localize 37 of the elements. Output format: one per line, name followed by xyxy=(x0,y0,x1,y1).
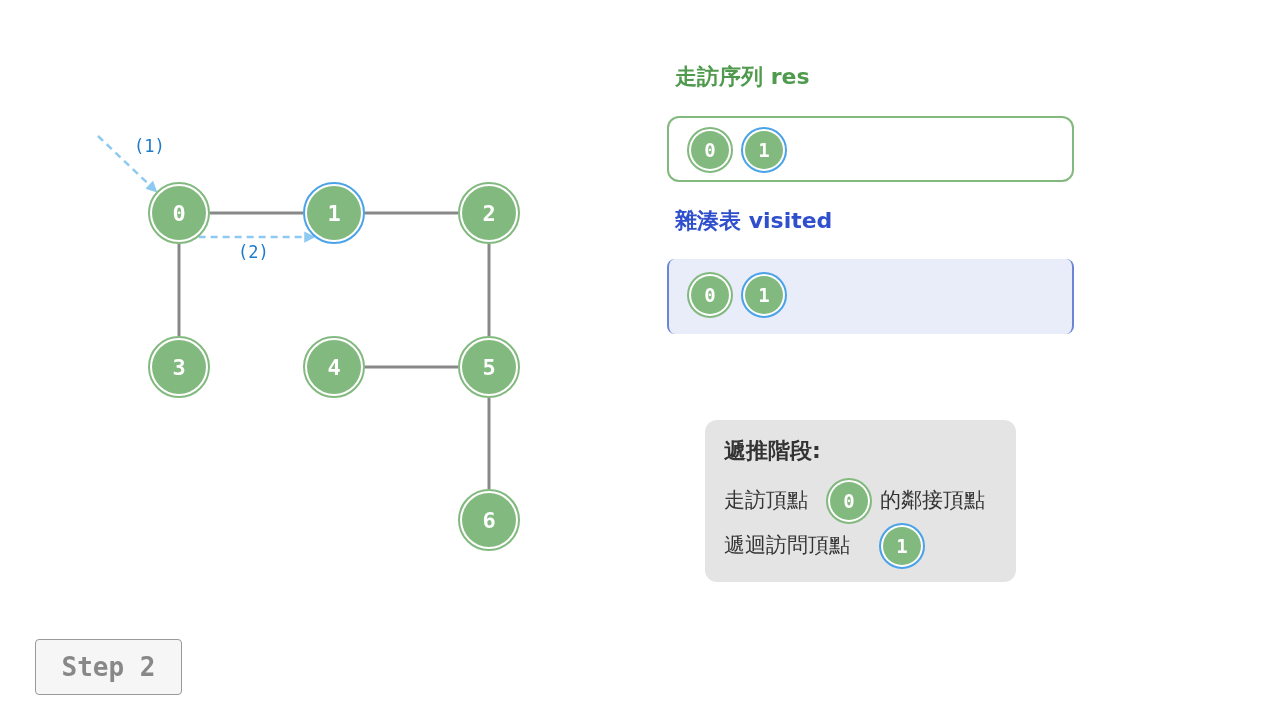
vertex-label: 0 xyxy=(704,139,716,161)
highlighted-vertex-circle xyxy=(741,272,787,318)
section-heading: 走訪序列 res xyxy=(675,63,810,91)
graph-edge-line xyxy=(365,365,458,369)
note-text: 走訪頂點 xyxy=(724,487,808,514)
vertex-circle xyxy=(148,182,210,244)
step-box xyxy=(35,639,182,695)
vertex-label: 0 xyxy=(704,284,716,306)
step-label: Step 2 xyxy=(61,652,156,682)
vertex-circle xyxy=(687,272,733,318)
vertex-label: 1 xyxy=(327,200,341,226)
graph-edge-line xyxy=(210,211,303,215)
graph-edge-line xyxy=(487,398,491,489)
note-text: 的鄰接頂點 xyxy=(880,487,985,514)
section-heading: 雜湊表 visited xyxy=(675,207,833,235)
vertex-label: 5 xyxy=(482,354,496,380)
highlighted-vertex-circle xyxy=(741,127,787,173)
note-text: 遞迴訪問頂點 xyxy=(724,532,850,559)
vertex-label: 3 xyxy=(172,354,186,380)
note-card xyxy=(705,420,1016,582)
vertex-label: 1 xyxy=(896,535,908,557)
vertex-label: 6 xyxy=(482,507,496,533)
vertex-label: 1 xyxy=(758,139,770,161)
vertex-circle xyxy=(826,478,872,524)
vertex-label: 4 xyxy=(327,354,341,380)
vertex-label: 0 xyxy=(172,200,186,226)
graph-edge-line xyxy=(365,211,458,215)
vertex-label: 1 xyxy=(758,284,770,306)
graph-edge-line xyxy=(487,244,491,336)
dashed-arrow xyxy=(198,231,316,243)
dashed-arrow xyxy=(97,135,158,193)
graph-edge-line xyxy=(177,244,181,336)
note-heading: 遞推階段: xyxy=(724,437,821,465)
vertex-label: 2 xyxy=(482,200,496,226)
vertex-circle xyxy=(687,127,733,173)
highlighted-vertex-circle xyxy=(879,523,925,569)
vertex-label: 0 xyxy=(843,490,855,512)
